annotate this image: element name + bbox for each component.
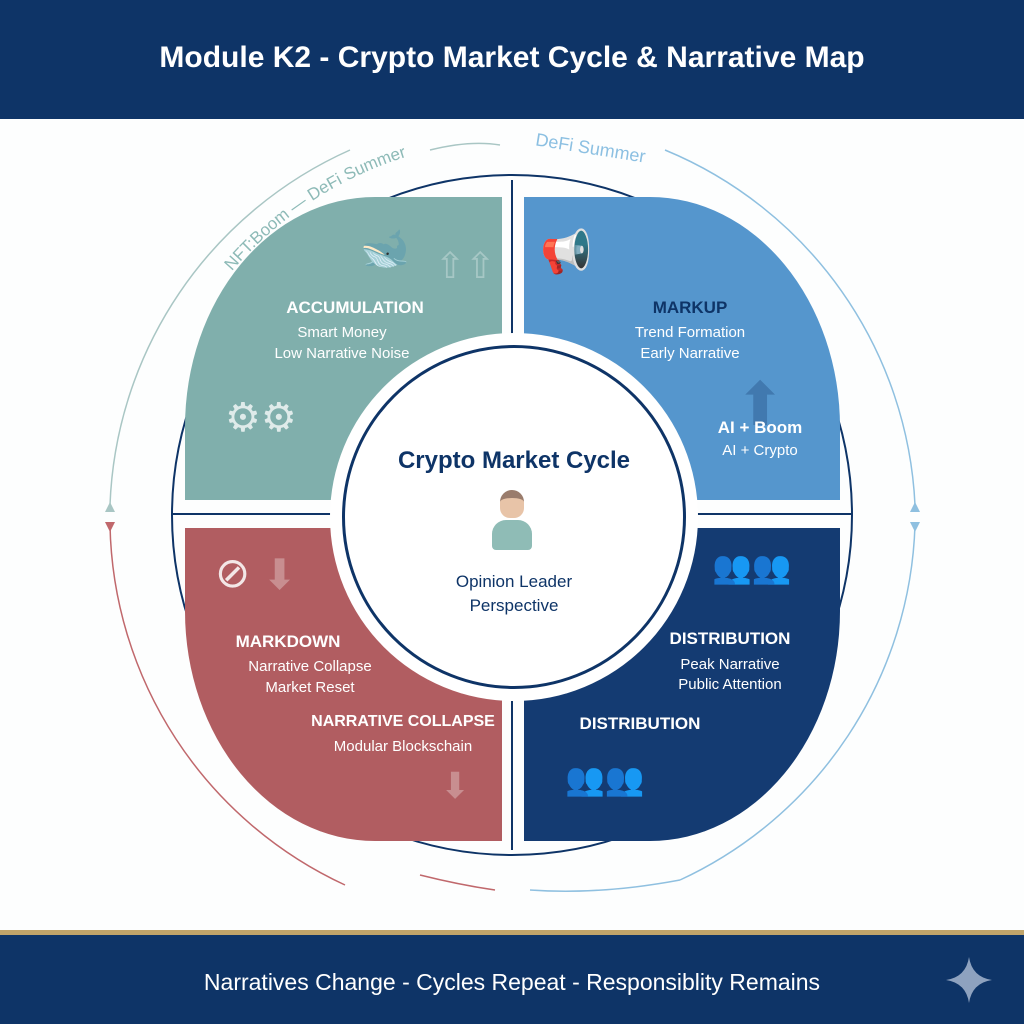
markdown-line1: Narrative Collapse [248, 658, 372, 675]
distribution-narrative-title: DISTRIBUTION [579, 714, 701, 733]
markdown-title: MARKDOWN [235, 632, 341, 651]
page-title: Module K2 - Crypto Market Cycle & Narrat… [159, 40, 865, 74]
distribution-title: DISTRIBUTION [669, 629, 791, 648]
outer-arc-bottom-right [679, 524, 916, 881]
center-title: Crypto Market Cycle [397, 447, 631, 474]
opinion-leader-avatar [490, 490, 534, 554]
up-arrow-icon: ⬆ [735, 371, 786, 438]
markdown-narrative-sub: Modular Blockschain [333, 738, 473, 755]
center-sub2: Perspective [469, 596, 559, 615]
markup-title: MARKUP [652, 298, 728, 317]
markup-narrative-sub: AI + Crypto [722, 442, 798, 459]
markdown-narrative-title: NARRATIVE COLLAPSE [311, 713, 495, 730]
outer-arc-right [664, 149, 916, 506]
markup-line2: Early Narrative [640, 345, 740, 362]
gears-icon: ⚙⚙ [225, 396, 297, 440]
header: Module K2 - Crypto Market Cycle & Narrat… [0, 0, 1024, 119]
accumulation-title: ACCUMULATION [286, 298, 424, 317]
accumulation-line2: Low Narrative Noise [274, 345, 410, 362]
down-arrow-icon: ⬇ [262, 551, 298, 598]
whale-icon: 🐋 [360, 227, 410, 271]
distribution-line2: Public Attention [678, 676, 782, 693]
broken-coin-icon: ⊘ [215, 549, 251, 596]
footer: Narratives Change - Cycles Repeat - Resp… [0, 930, 1024, 1024]
outer-arc-bottom-left [109, 524, 346, 886]
accumulation-line1: Smart Money [297, 324, 387, 341]
sparkle-icon [946, 957, 992, 1003]
crowd-icon: 👥👥 [565, 761, 645, 797]
outer-arc-left [109, 149, 351, 506]
distribution-line1: Peak Narrative [680, 656, 780, 673]
up-arrows-icon: ⇧⇧ [435, 245, 496, 286]
markup-line1: Trend Formation [634, 324, 746, 341]
markup-narrative-title: AI + Boom [717, 418, 803, 437]
falling-person-icon: ⬇ [440, 765, 471, 806]
footer-tagline: Narratives Change - Cycles Repeat - Resp… [203, 969, 821, 995]
crowd-icon: 👥👥 [712, 549, 792, 585]
markdown-line2: Market Reset [265, 679, 355, 696]
center-sub1: Opinion Leader [455, 572, 573, 591]
megaphone-icon: 📢 [540, 228, 593, 275]
